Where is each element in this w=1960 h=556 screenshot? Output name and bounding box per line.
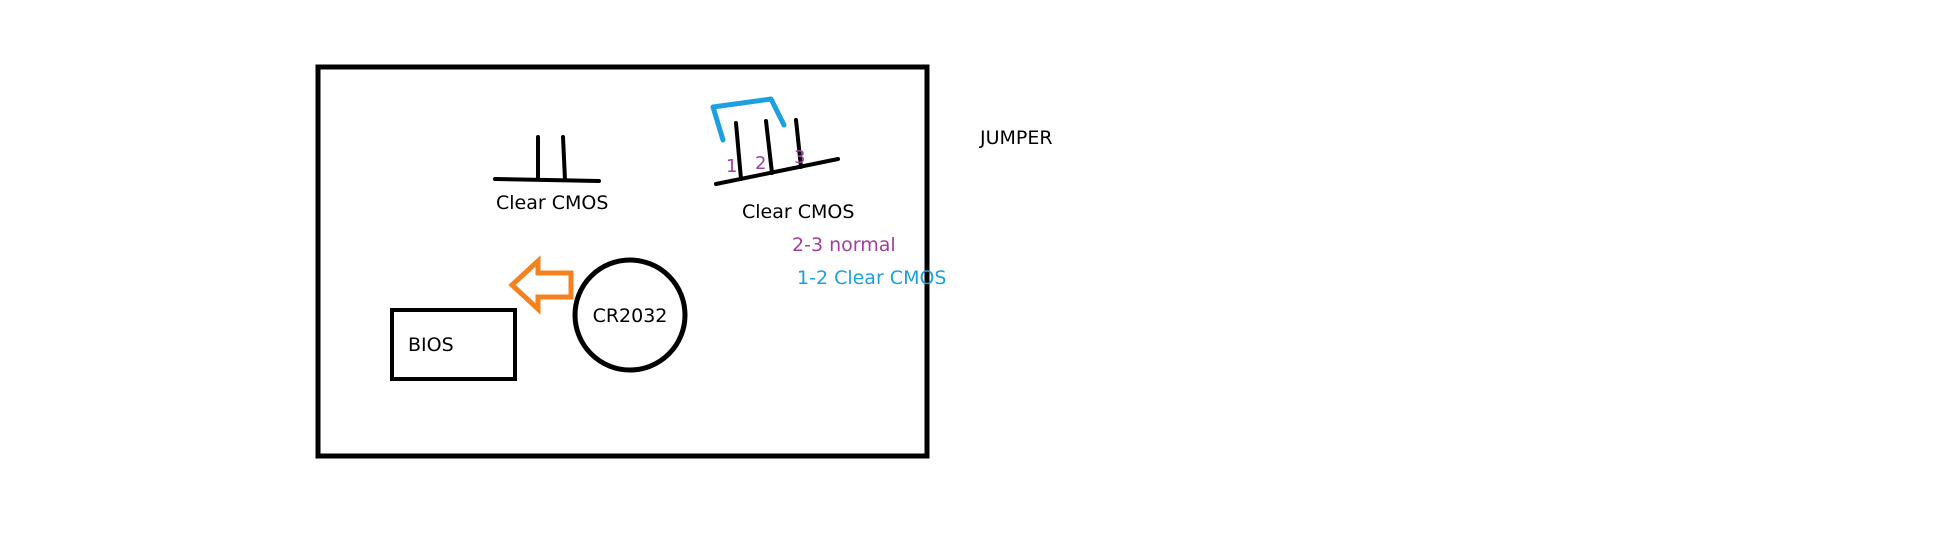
motherboard-outline xyxy=(315,64,930,459)
header-pin xyxy=(794,118,803,169)
jumper-title: JUMPER xyxy=(979,127,1053,149)
three-pin-header xyxy=(714,118,840,186)
header-base xyxy=(493,177,601,183)
arrow-left-icon xyxy=(508,255,574,315)
two-pin-header xyxy=(493,135,601,183)
header-pin xyxy=(561,135,567,182)
right-header-label: Clear CMOS xyxy=(742,201,854,223)
battery-label: CR2032 xyxy=(593,305,668,327)
jumper-cap xyxy=(710,96,787,143)
pin-number-3: 3 xyxy=(794,147,805,168)
header-pin xyxy=(734,121,743,181)
battery-circle xyxy=(572,257,688,373)
clear-setting-note: 1-2 Clear CMOS xyxy=(797,267,946,289)
left-header-label: Clear CMOS xyxy=(496,192,608,214)
header-pin xyxy=(764,119,774,175)
header-base xyxy=(714,157,840,186)
bios-chip xyxy=(390,308,517,381)
pin-number-1: 1 xyxy=(726,156,737,177)
bios-label: BIOS xyxy=(408,334,454,356)
pin-number-2: 2 xyxy=(755,153,766,174)
normal-setting-note: 2-3 normal xyxy=(792,234,896,256)
